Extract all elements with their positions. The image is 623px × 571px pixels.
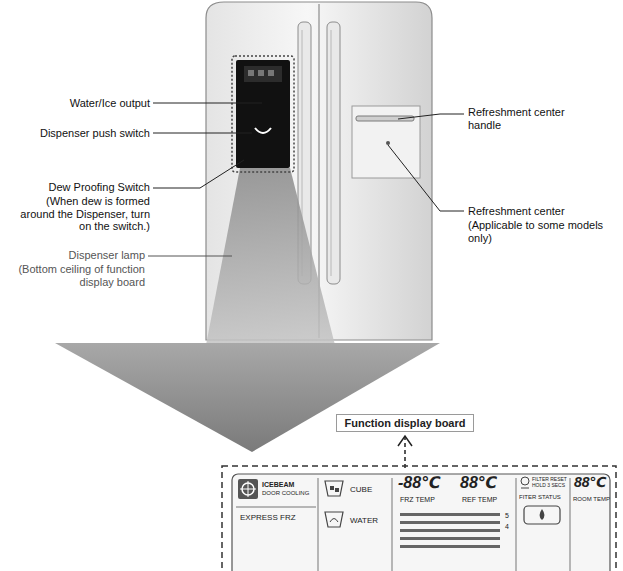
display-panel-part (392, 478, 393, 571)
leader-line-part (153, 133, 252, 134)
display-panel-part (330, 519, 338, 523)
display-text: WATER (350, 516, 390, 525)
display-panel-part-part (400, 537, 500, 540)
display-text: ROOM TEMP (573, 496, 611, 503)
display-panel-part (330, 486, 334, 490)
display-text: ICEBEAM (262, 481, 316, 489)
display-text: REF TEMP (462, 496, 512, 504)
leader-line-part (388, 145, 464, 211)
display-text: FITER STATUS (519, 494, 569, 501)
part-note: (Bottom ceiling of function display boar… (10, 263, 145, 288)
display-panel-part (232, 474, 610, 571)
dispenser-part (248, 70, 254, 76)
callout-number: 5 (505, 512, 515, 520)
part-label: Refreshment center (468, 205, 608, 218)
display-panel-part (516, 478, 517, 571)
part-label: Refreshment center handle (468, 106, 578, 131)
part-note: (When dew is formed around the Dispenser… (10, 195, 150, 233)
refreshment-center (352, 106, 420, 178)
pointer-dashed (398, 436, 412, 468)
callout-number: 4 (505, 523, 515, 531)
big-arrow-part (55, 343, 440, 452)
leader-line-part (153, 103, 262, 104)
part-note: (Applicable to some models only) (468, 219, 608, 244)
dispenser-part (236, 60, 290, 168)
display-panel-part-part (400, 545, 500, 548)
display-digits: 88℃ (460, 474, 510, 492)
fridge-body-part (331, 30, 332, 276)
display-panel-part (400, 513, 500, 548)
display-panel-part (240, 481, 256, 497)
display-panel-part (325, 481, 343, 496)
dispenser-part (244, 66, 282, 82)
display-panel-part (524, 506, 560, 524)
display-panel-part (335, 488, 339, 492)
display-panel-part (325, 512, 343, 527)
leader-line-part (153, 160, 244, 188)
dispenser-part (258, 70, 264, 76)
leader-line (148, 103, 464, 256)
leader-line-part (398, 114, 464, 119)
display-panel (222, 466, 616, 571)
refreshment-center-part (352, 106, 420, 178)
pointer-dashed-part (398, 436, 412, 446)
box-title: Function display board (344, 417, 465, 429)
part-label: Dew Proofing Switch (10, 181, 150, 194)
fridge-body-part (327, 22, 340, 284)
display-text: FILTER RESET HOLD 3 SECS (532, 477, 568, 489)
display-panel-part (570, 478, 571, 571)
dispenser-part (268, 70, 274, 76)
display-text: FRZ TEMP (400, 496, 456, 504)
dispenser-part (232, 56, 294, 172)
part-label: Dispenser push switch (10, 127, 150, 140)
label-box: Function display board (336, 414, 473, 432)
part-label: Dispenser lamp (10, 249, 145, 262)
dispenser (232, 56, 294, 172)
display-panel-part-part (400, 521, 500, 524)
pointer-dashed-part (404, 436, 406, 468)
display-panel-part (521, 477, 529, 485)
leader-line-part (148, 256, 232, 257)
display-digits: -88℃ (398, 474, 458, 492)
display-panel-part-part (400, 529, 500, 532)
big-arrow (55, 343, 440, 452)
refreshment-center-part (386, 141, 390, 145)
display-digits: 88℃ (574, 474, 610, 490)
display-panel-part (236, 507, 316, 508)
display-panel-part-part (400, 513, 500, 516)
part-label: Water/Ice output (20, 97, 150, 110)
display-panel-part (222, 466, 616, 571)
display-panel-part (238, 479, 258, 499)
dispenser-part (255, 128, 271, 133)
display-panel-part (540, 509, 545, 520)
display-text: CUBE (350, 485, 390, 494)
display-panel-part (521, 488, 529, 489)
display-text: EXPRESS FRZ (240, 513, 316, 522)
display-text: DOOR COOLING (262, 490, 316, 497)
display-panel-part (318, 478, 319, 571)
